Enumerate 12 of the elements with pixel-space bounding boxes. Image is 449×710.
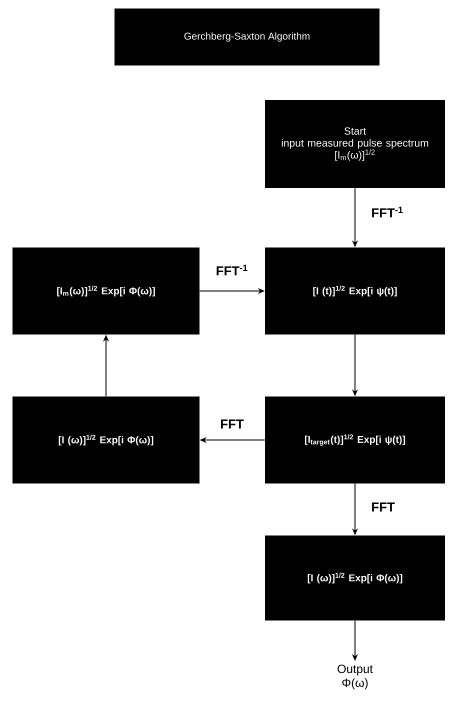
process-box: [I (ω)]$^{1/2}$ Exp[i Φ(ω)] bbox=[12, 396, 200, 484]
edge-label: FFT bbox=[219, 418, 245, 430]
process-box: [I$_{m}$(ω)]$^{1/2}$ Exp[i Φ(ω)] bbox=[12, 248, 200, 334]
process-box: [I (t)]$^{1/2}$ Exp[i ψ(t)] bbox=[265, 248, 445, 334]
edge-label: FFT bbox=[370, 502, 396, 512]
process-box: [I (ω)]$^{1/2}$ Exp[i Φ(ω)] bbox=[265, 536, 445, 620]
start-box: Start input measured pulse spectrum [I$_{m}$(ω)]$^{1/2}$ bbox=[265, 100, 445, 188]
output-text: Output Φ(ω) bbox=[338, 664, 373, 690]
process-box: [I$_{target}$(t)]$^{1/2}$ Exp[i ψ(t)] bbox=[265, 396, 445, 484]
title-box: Gerchberg-Saxton Algorithm bbox=[114, 8, 380, 66]
edge-label: FFT$^{-1}$ bbox=[370, 206, 404, 218]
edge-label: FFT$^{-1}$ bbox=[214, 264, 250, 276]
